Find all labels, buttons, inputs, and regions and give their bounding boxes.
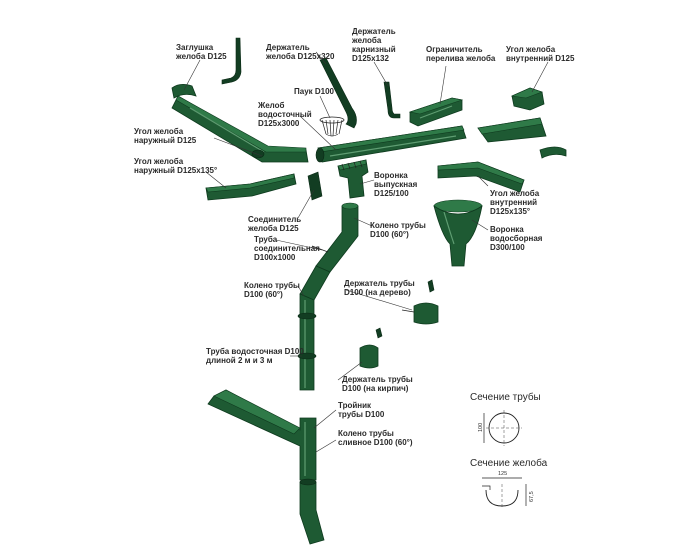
label-pipe-holder-brick: Держатель трубы D100 (на кирпич) [342,375,415,393]
gutter-holder-fascia-drawing [383,81,401,119]
label-inner-corner-135: Угол желоба внутренний D125x135° [490,189,541,216]
label-gutter-connector: Соединитель желоба D125 [247,215,303,233]
inner-corner-135-drawing [437,161,525,193]
label-pipe-elbow-mid: Колено трубы D100 (60°) [244,281,302,299]
gutter-section-title: Сечение желоба [470,457,548,469]
leader-lines [183,51,549,453]
gutter-holder-long-drawing [319,57,357,129]
gutter-section: Сечение желоба 125 67,5 [470,457,548,508]
tee-drawing [207,389,317,481]
label-outer-corner-90: Угол желоба наружный D125 [134,127,197,145]
label-gutter-holder-fascia: Держатель желоба карнизный D125x132 [351,27,398,63]
pipe-section-title: Сечение трубы [470,391,541,403]
end-cap-hook-drawing [221,37,242,85]
gutter-drawing [315,125,467,163]
pipe-section: Сечение трубы 100 [470,391,541,446]
label-pipe-elbow-top: Колено трубы D100 (60°) [370,221,428,239]
label-outlet-funnel: Воронка выпускная D125/100 [374,171,419,198]
downpipe-assembly-drawing [297,202,359,391]
label-drain-elbow: Колено трубы сливное D100 (60°) [338,429,413,447]
overflow-limiter-drawing [408,97,464,127]
pipe-section-dimension: 100 [478,423,484,432]
label-connecting-pipe: Труба соединительная D100x1000 [254,235,322,262]
label-leaf-guard: Паук D100 [294,87,335,96]
label-gutter: Желоб водосточный D125x3000 [257,101,314,128]
outlet-funnel-drawing [337,159,369,199]
outer-corner-90-drawing [171,95,309,163]
gutter-connector-drawing [307,171,323,201]
gutter-section-profile [485,489,519,507]
inner-corner-90-drawing [510,87,545,111]
pipe-holder-brick-drawing [359,327,383,369]
label-collector-funnel: Воронка водосборная D300/100 [490,225,545,252]
pipe-holder-wood-drawing [401,279,439,325]
label-inner-corner-90: Угол желоба внутренний D125 [506,45,575,63]
drain-elbow-drawing [299,478,325,545]
label-end-cap: Заглушка желоба D125 [175,43,227,61]
gutter-section-width: 125 [498,471,507,477]
end-cap-drawing [171,84,197,99]
collector-funnel-drawing [433,199,483,267]
label-tee: Тройник трубы D100 [338,401,385,419]
label-gutter-holder-long: Держатель желоба D125x320 [265,43,335,61]
outer-corner-135-drawing [205,173,297,201]
leaf-guard-drawing [319,116,345,137]
label-downpipe: Труба водосточная D100 длиной 2 м и 3 м [206,347,306,365]
inner-corner-right-drawing [477,117,567,159]
gutter-section-depth: 67,5 [529,491,535,502]
label-overflow-limiter: Ограничитель перелива желоба [426,45,496,63]
label-pipe-holder-wood: Держатель трубы D100 (на дерево) [344,279,417,297]
label-outer-corner-135: Угол желоба наружный D125x135° [134,157,217,175]
